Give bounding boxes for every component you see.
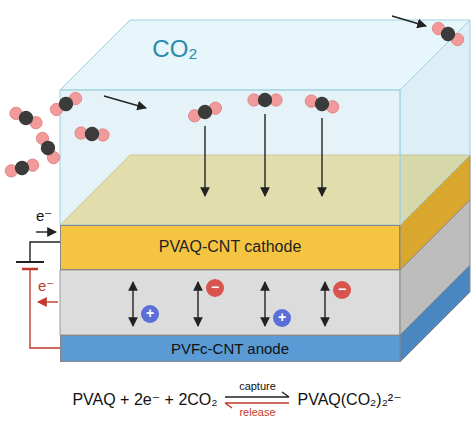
- layer-label: CO₂: [152, 35, 197, 63]
- wire: [30, 242, 60, 262]
- ion-charge: +: [141, 306, 159, 321]
- carbon-atom: [313, 95, 331, 113]
- co2-molecule: [186, 99, 223, 124]
- carbon-atom: [84, 126, 100, 142]
- ion-migration-arrow: [264, 282, 265, 326]
- chamber-top: [60, 20, 470, 90]
- cathode-layer: PVAQ-CNT cathode: [60, 225, 400, 270]
- carbon-atom: [38, 138, 58, 158]
- battery-plate: [16, 261, 44, 263]
- capture-arrow: [204, 126, 205, 196]
- co2-molecule: [248, 93, 282, 107]
- electron-label: e⁻: [36, 208, 52, 225]
- equation-product: PVAQ(CO₂)₂²⁻: [297, 391, 401, 408]
- carbon-atom: [258, 93, 272, 107]
- ion-migration-arrow: [132, 282, 133, 326]
- carbon-atom: [438, 24, 458, 44]
- capture-label: capture: [221, 380, 293, 392]
- layer-label: PVAQ-CNT cathode: [159, 238, 302, 256]
- ion-charge: −: [333, 282, 351, 297]
- electron-arrow: [36, 231, 56, 232]
- co2-molecule: [7, 104, 44, 132]
- anode-layer: PVFc-CNT anode: [60, 335, 400, 362]
- release-label: release: [221, 406, 293, 418]
- co2-molecule: [4, 157, 41, 180]
- ion: [333, 281, 351, 299]
- forward-harpoon: [225, 392, 289, 397]
- ion: [273, 309, 291, 327]
- outflow-arrow: [392, 16, 426, 26]
- inflow-arrow: [104, 96, 146, 108]
- ion-migration-arrow: [197, 282, 198, 326]
- co2-molecule: [304, 93, 341, 116]
- electron-label: e⁻: [38, 278, 54, 295]
- carbon-atom: [13, 159, 31, 177]
- ion: [206, 279, 224, 297]
- carbon-atom: [16, 108, 35, 127]
- co2-molecule: [74, 125, 110, 142]
- co2-molecule: [430, 19, 467, 49]
- reaction-equation: PVAQ + 2e⁻ + 2CO₂ capture release PVAQ(CO…: [0, 378, 474, 420]
- electrolyte-front: [60, 270, 400, 335]
- wire: [30, 269, 60, 348]
- capture-arrow: [321, 118, 322, 196]
- electron-arrow: [38, 301, 58, 302]
- capture-arrow: [264, 114, 265, 196]
- carbon-atom: [196, 103, 214, 121]
- ion-charge: −: [206, 280, 224, 295]
- equation-reactants: PVAQ + 2e⁻ + 2CO₂: [72, 391, 217, 408]
- ion: [141, 305, 159, 323]
- ion-charge: +: [273, 310, 291, 325]
- carbon-atom: [56, 94, 76, 114]
- chamber-side: [400, 20, 470, 225]
- gas-chamber: CO₂: [140, 32, 210, 66]
- layer-label: PVFc-CNT anode: [171, 340, 289, 357]
- ion-migration-arrow: [324, 282, 325, 326]
- chamber-front: [60, 90, 400, 225]
- co2-molecule: [48, 89, 85, 119]
- co2-molecule: [33, 130, 63, 167]
